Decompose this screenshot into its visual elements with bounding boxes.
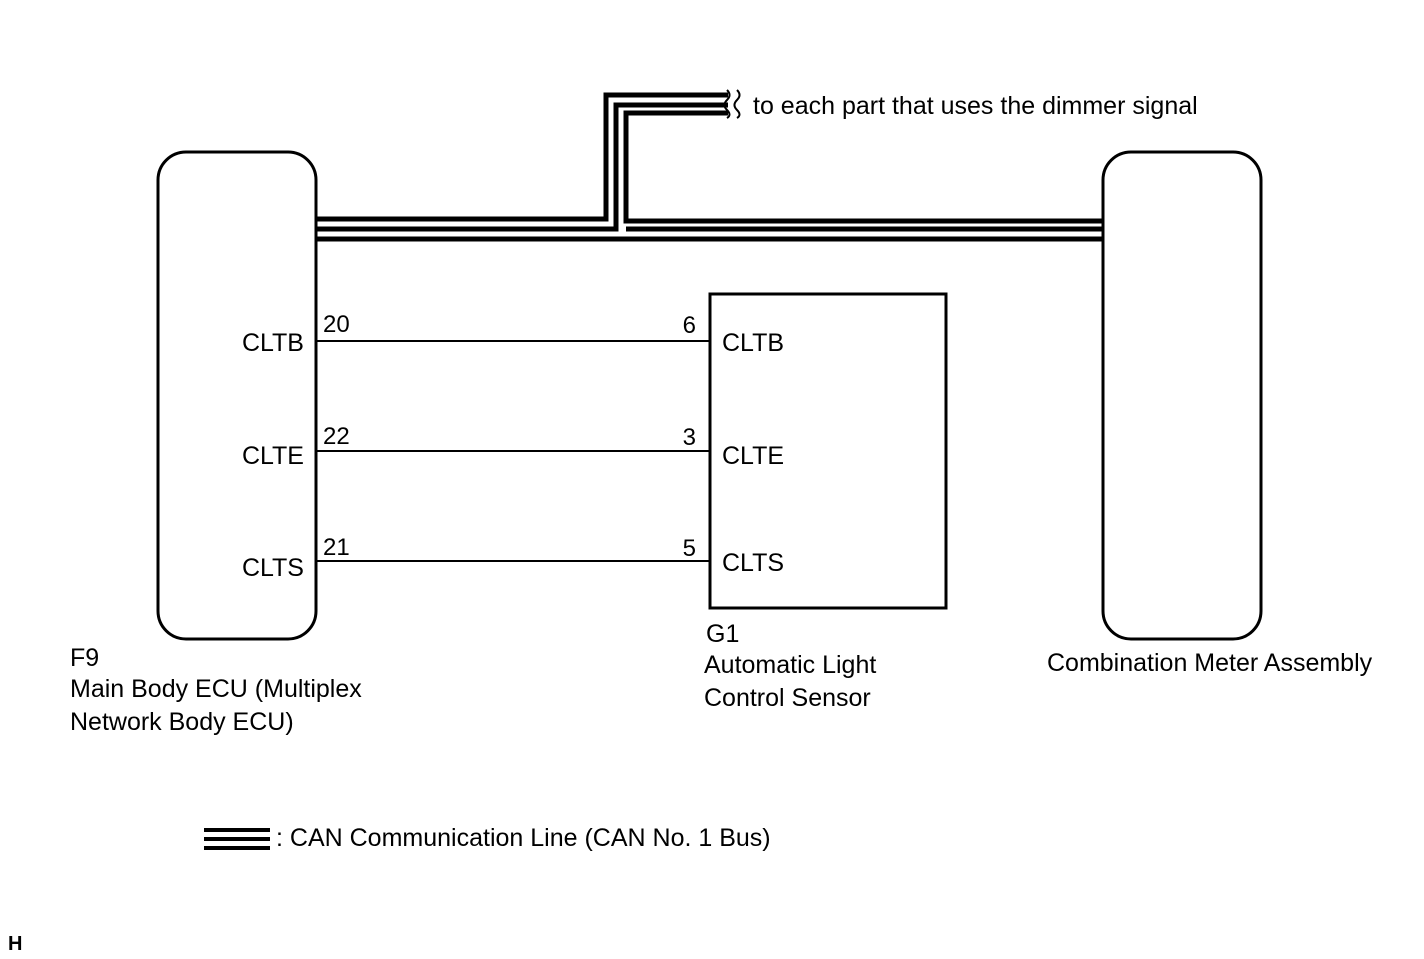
- corner-mark: H: [8, 933, 22, 955]
- ecu-pin-number-clte: 22: [323, 423, 350, 450]
- sensor-name-line2: Control Sensor: [704, 684, 871, 712]
- sensor-pin-number-clts: 5: [683, 535, 696, 562]
- sensor-box: [708, 292, 948, 610]
- bus-branch-label: to each part that uses the dimmer signal: [753, 92, 1198, 120]
- ecu-code: F9: [70, 644, 99, 672]
- can-bus: [316, 92, 1103, 242]
- ecu-pin-number-cltb: 20: [323, 311, 350, 338]
- sensor-pin-label-clte: CLTE: [722, 442, 784, 470]
- ecu-pin-label-clte: CLTE: [242, 442, 304, 470]
- sensor-pin-number-cltb: 6: [683, 312, 696, 339]
- legend-text: : CAN Communication Line (CAN No. 1 Bus): [276, 824, 771, 852]
- ecu-name-line2: Network Body ECU): [70, 708, 294, 736]
- ecu-pin-number-clts: 21: [323, 534, 350, 561]
- ecu-name-line1: Main Body ECU (Multiplex: [70, 675, 362, 703]
- ecu-pin-label-cltb: CLTB: [242, 329, 304, 357]
- sensor-pin-label-cltb: CLTB: [722, 329, 784, 357]
- sensor-pin-number-clte: 3: [683, 424, 696, 451]
- sensor-pin-label-clts: CLTS: [722, 549, 784, 577]
- sensor-name-line1: Automatic Light: [704, 651, 876, 679]
- ecu-pin-label-clts: CLTS: [242, 554, 304, 582]
- legend-can-line-icon: [204, 828, 270, 850]
- signal-wires: [316, 340, 710, 562]
- meter-name: Combination Meter Assembly: [1047, 649, 1373, 677]
- sensor-code: G1: [706, 620, 739, 648]
- meter-box: [1101, 150, 1263, 641]
- ecu-box: [156, 150, 318, 641]
- break-mark-icon: [723, 89, 741, 119]
